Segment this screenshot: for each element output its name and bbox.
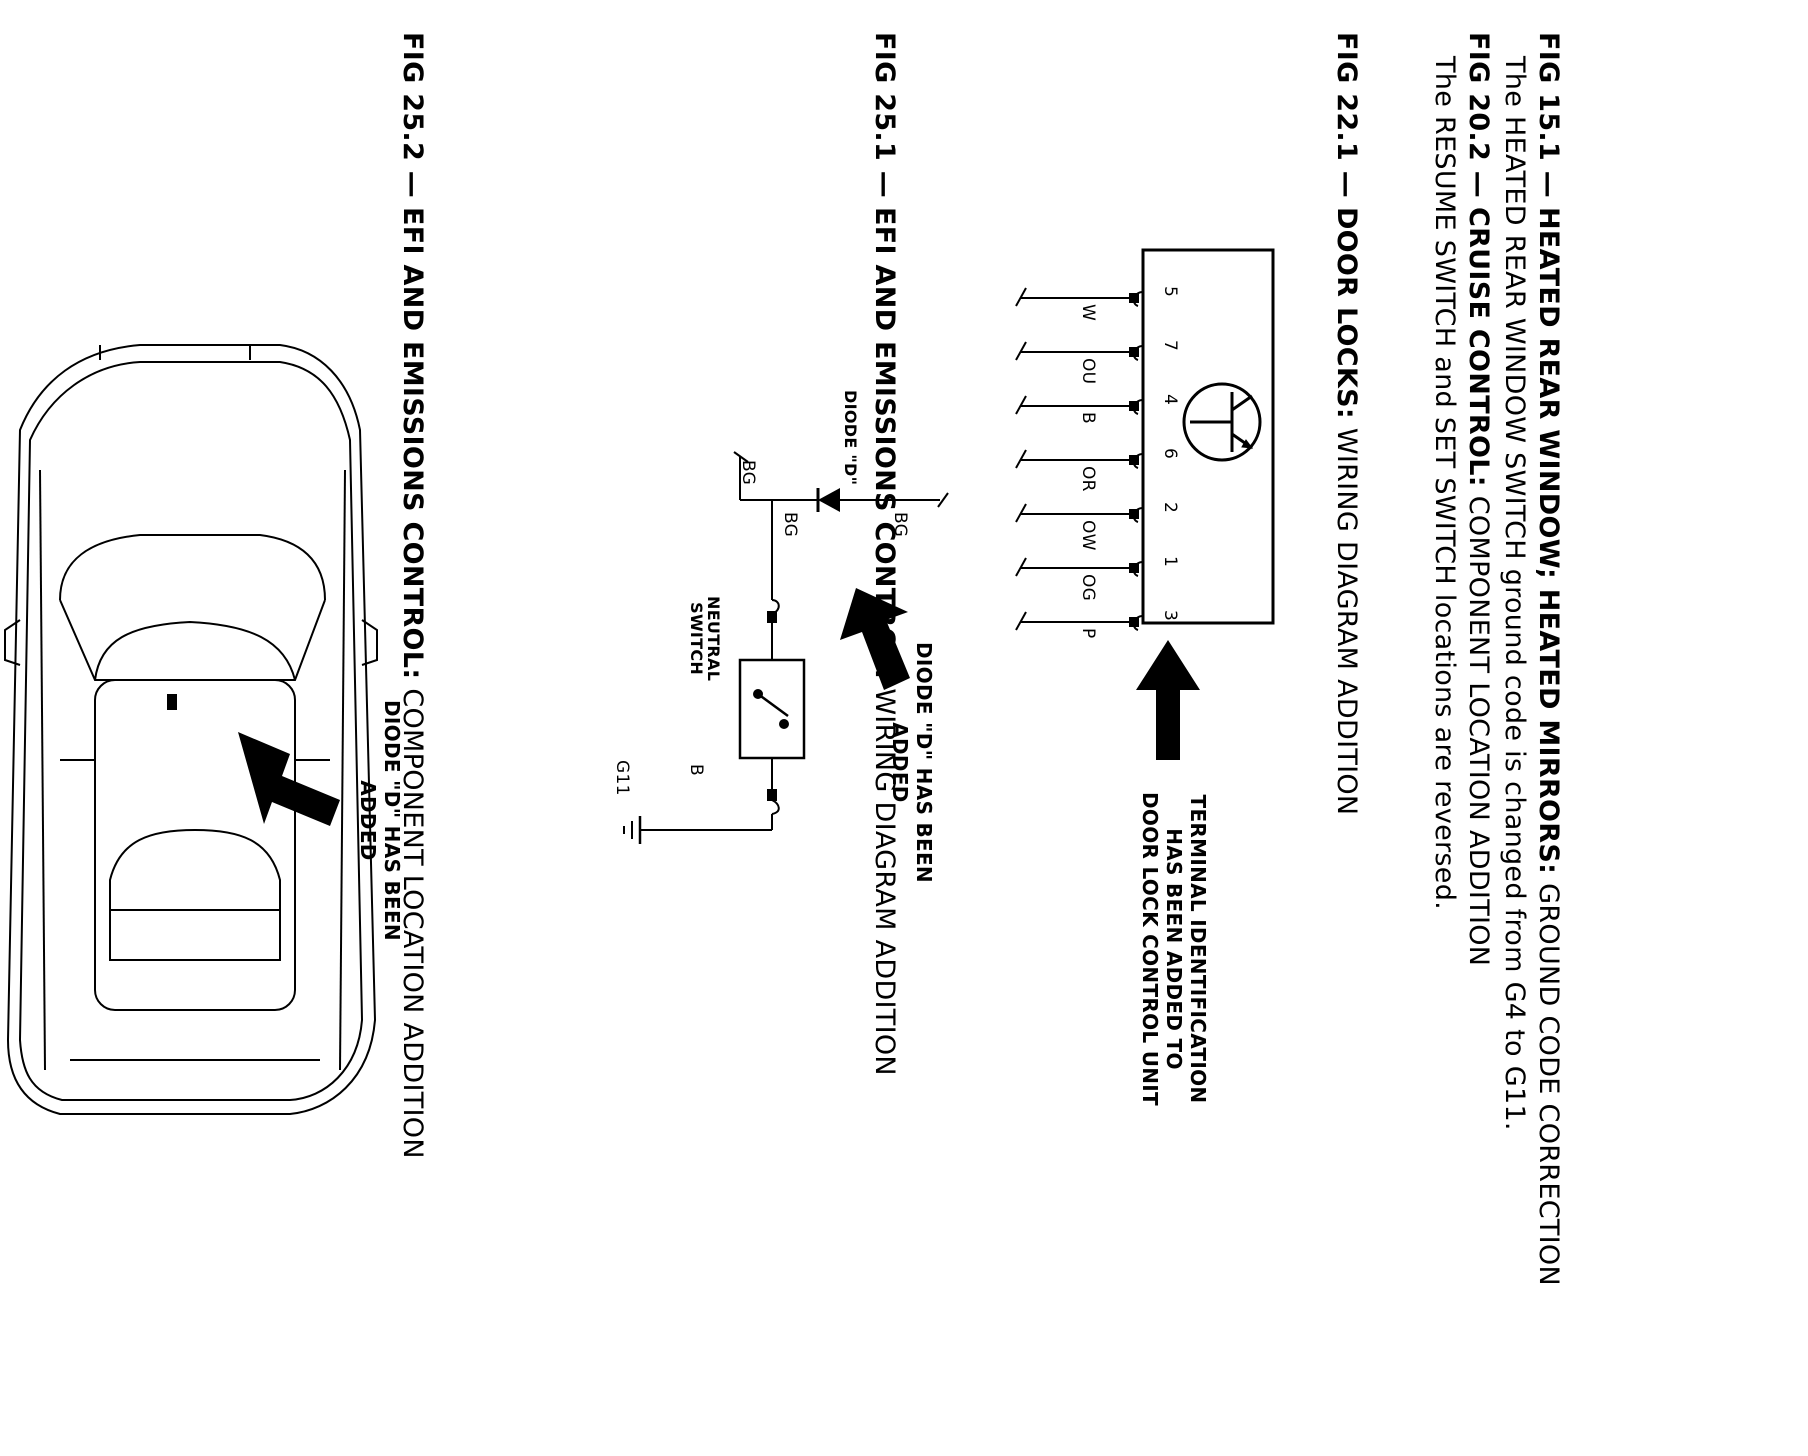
arrow-component-location	[238, 732, 340, 826]
arrow-door-lock	[1136, 640, 1200, 760]
wire-break	[1015, 341, 1027, 361]
wire-break	[1015, 449, 1027, 469]
car-outline	[4, 344, 378, 1115]
wire-break	[1015, 287, 1027, 307]
door-lock-terminals	[1015, 287, 1144, 631]
wire-break	[1015, 611, 1027, 631]
arrow-efi-wiring	[840, 588, 910, 690]
wire-break	[1015, 557, 1027, 577]
wire-break	[1015, 395, 1027, 415]
door-lock-control-unit	[1141, 248, 1275, 625]
wire-break	[1015, 503, 1027, 523]
